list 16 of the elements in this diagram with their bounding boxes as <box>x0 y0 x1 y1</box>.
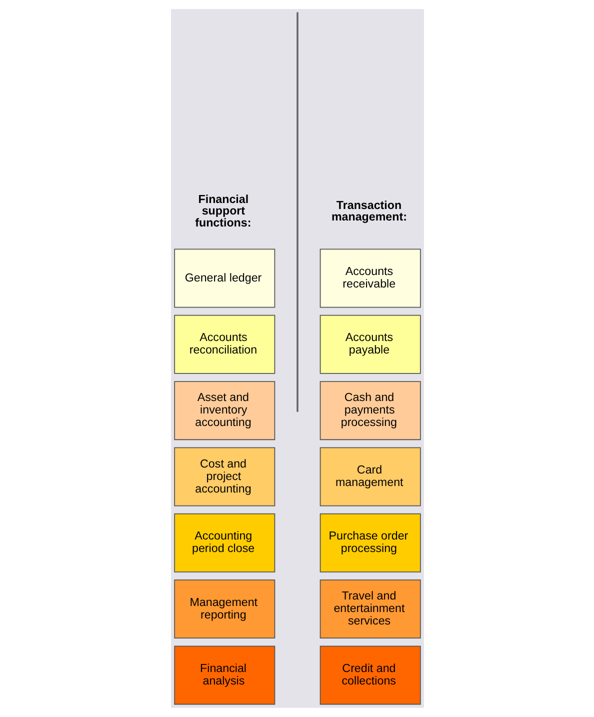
node-box: Accounts payable <box>319 314 420 374</box>
node-box: Financial analysis <box>174 646 275 705</box>
node-box: Accounting period close <box>174 513 275 572</box>
node-box: Card management <box>319 447 420 506</box>
node-box: Management reporting <box>174 580 275 639</box>
node-box: Asset and inventory accounting <box>174 381 275 440</box>
label: Transaction management: <box>330 198 406 224</box>
label: Financial support functions: <box>194 193 251 230</box>
node-box: General ledger <box>174 248 275 308</box>
node-box: Travel and entertainment services <box>319 580 420 639</box>
node-box: Purchase order processing <box>319 513 420 572</box>
node-box: Credit and collections <box>319 646 420 705</box>
node-box: Accounts reconciliation <box>174 314 275 374</box>
node-box: Cash and payments processing <box>319 381 420 440</box>
node-box: Accounts receivable <box>319 248 420 308</box>
node-box: Cost and project accounting <box>174 447 275 506</box>
